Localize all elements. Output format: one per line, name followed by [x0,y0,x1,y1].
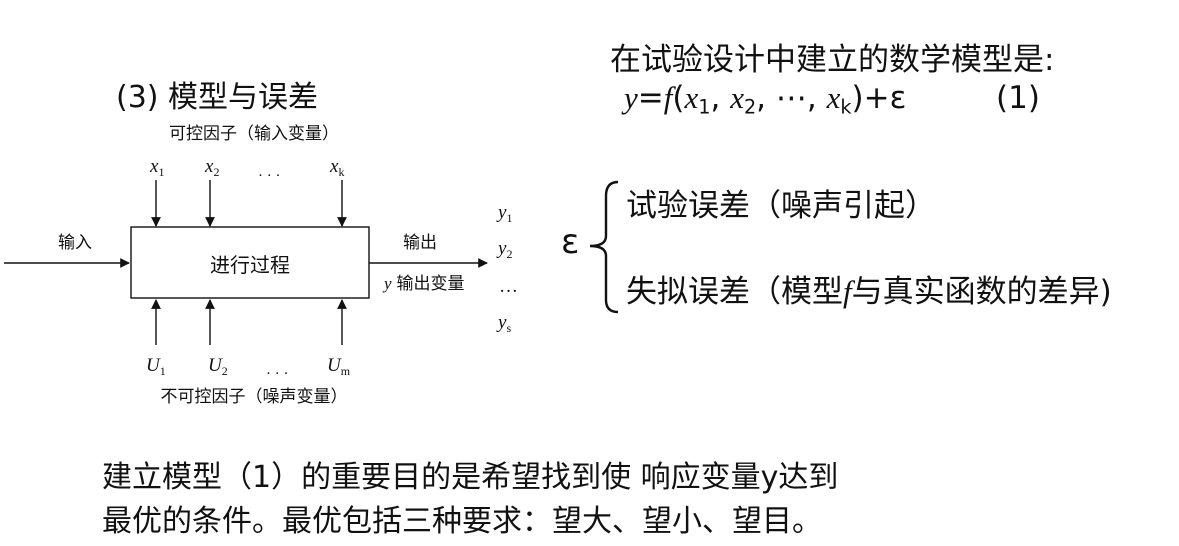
output-y1: y1 [496,202,512,225]
input-label: 输入 [58,233,92,252]
input-dots: · · · [258,168,281,184]
controllable-factors-label: 可控因子（输入变量） [169,124,339,143]
conclusion-line-2: 最优的条件。最优包括三种要求：望大、望小、望目。 [102,504,822,539]
noise-um: Um [327,355,351,378]
noise-u1: U1 [146,355,166,378]
noise-dots: · · · [266,366,289,382]
section-title: (3) 模型与误差 [116,80,319,115]
process-box [130,226,370,299]
error-brace [589,180,619,314]
input-x1: x1 [149,156,164,179]
experimental-error: 试验误差（噪声引起） [626,188,936,224]
epsilon-symbol: ε [561,222,580,262]
lack-of-fit-error: 失拟误差（模型f与真实函数的差异) [626,274,1112,310]
conclusion-line-1: 建立模型（1）的重要目的是希望找到使 响应变量y达到 [102,460,839,495]
output-y2: y2 [496,238,512,261]
model-title: 在试验设计中建立的数学模型是: [610,42,1055,78]
output-label: 输出 [403,233,437,252]
output-ys: ys [496,312,511,335]
noise-u2: U2 [208,355,228,378]
output-ellipsis: … [499,276,518,297]
input-xk: xk [329,156,344,179]
input-x2: x2 [204,156,219,179]
model-equation: y=f(x1, x2, ⋯, xk)+ε [624,80,907,119]
equation-number: (1) [996,80,1040,116]
process-label: 进行过程 [210,254,290,277]
uncontrollable-factors-label: 不可控因子（噪声变量） [161,387,348,406]
